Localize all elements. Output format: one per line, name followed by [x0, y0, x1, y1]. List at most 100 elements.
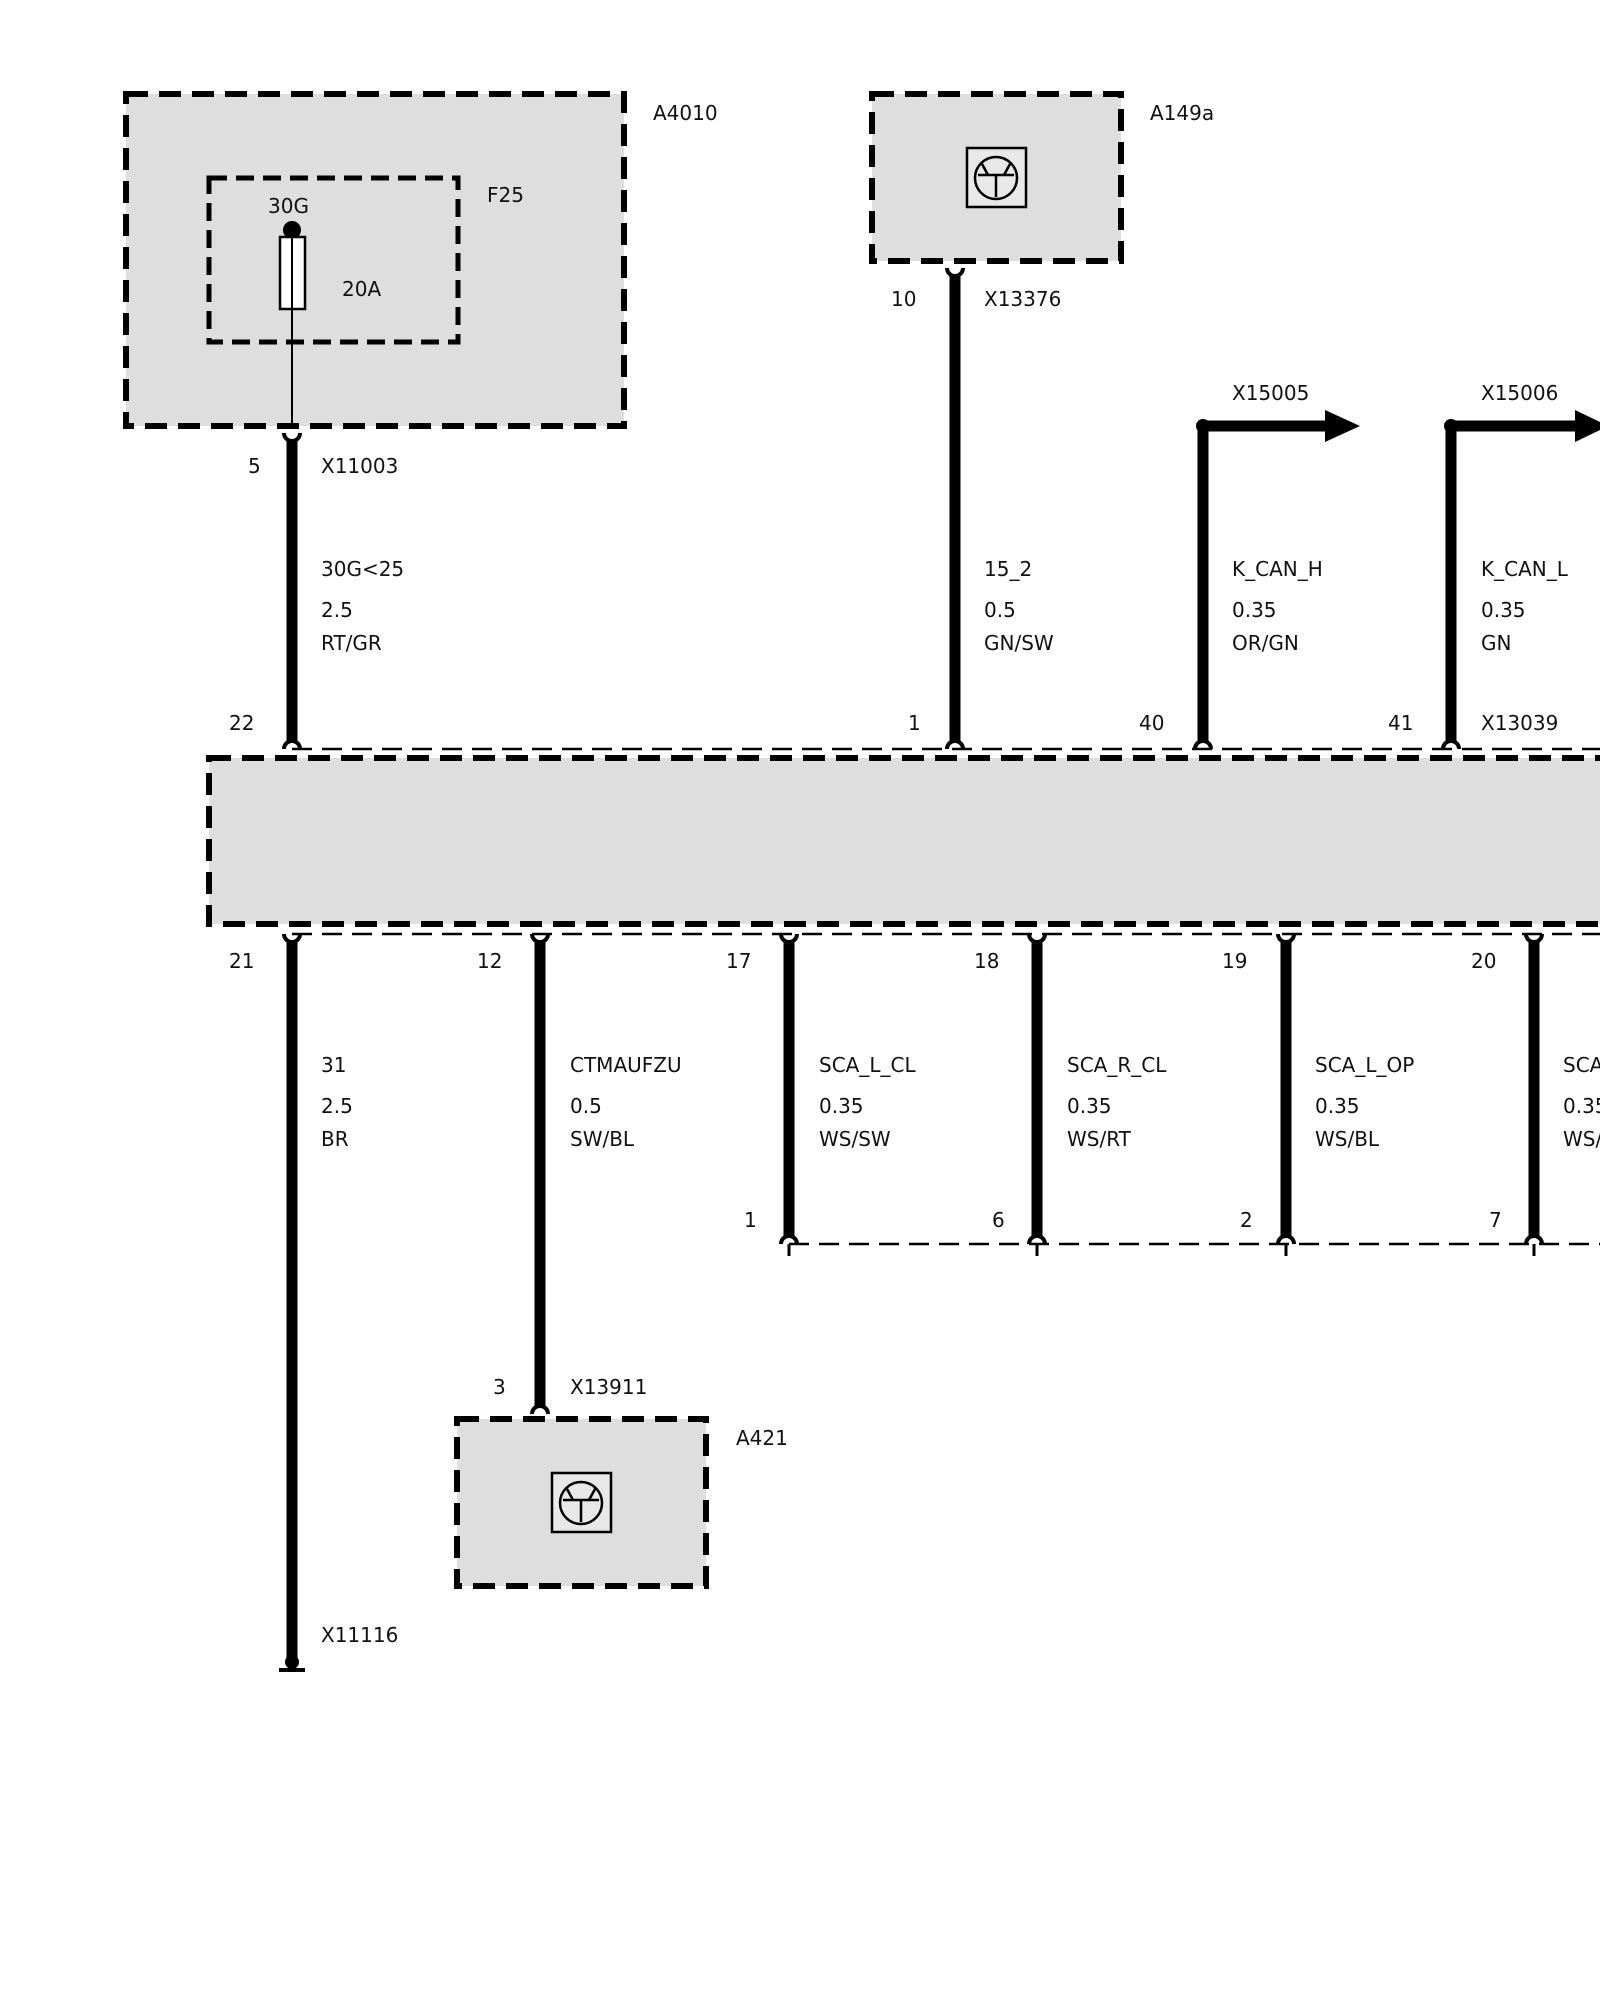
- connector-hook: [1027, 933, 1047, 944]
- pin-label: 12: [477, 949, 502, 973]
- wire-k-can-h[interactable]: X15005 K_CAN_H 0.35 OR/GN 40: [1139, 381, 1360, 750]
- pin-label: 17: [726, 949, 751, 973]
- connector-hook: [1276, 933, 1296, 944]
- pin-label: 40: [1139, 711, 1164, 735]
- wire-gauge-label: 0.35: [1481, 598, 1526, 622]
- control-unit-box: [206, 755, 1600, 927]
- wire-sca-l-cl[interactable]: 17 SCA_L_CL 0.35 WS/SW 1: [726, 933, 916, 1256]
- pin-label: 19: [1222, 949, 1247, 973]
- connector-hook: [1524, 933, 1544, 944]
- connector-hook: [282, 739, 302, 750]
- wire-signal-label: 31: [321, 1053, 346, 1077]
- wire-gauge-label: 0.5: [984, 598, 1016, 622]
- connector-hook: [530, 1404, 550, 1415]
- wire-color-label: RT/GR: [321, 631, 382, 655]
- wire-gauge-label: 0.35: [819, 1094, 864, 1118]
- pin-label: 1: [908, 711, 921, 735]
- arrow-right-icon: [1325, 410, 1360, 442]
- pin-label: 21: [229, 949, 254, 973]
- f25-terminal-label: 30G: [268, 194, 309, 218]
- a4010-label: A4010: [653, 101, 718, 125]
- component-a149a[interactable]: A149a: [869, 91, 1214, 264]
- arrow-right-icon: [1575, 410, 1600, 442]
- connector-x15005-label: X15005: [1232, 381, 1309, 405]
- f25-label: F25: [487, 183, 524, 207]
- wire-15-2[interactable]: 10 X13376 15_2 0.5 GN/SW 1: [891, 267, 1061, 750]
- wire-color-label: WS/: [1563, 1127, 1600, 1151]
- connector-hook: [282, 933, 302, 944]
- wire-signal-label: SCA_L_OP: [1315, 1053, 1414, 1077]
- pin-label: 41: [1388, 711, 1413, 735]
- pin-label: 1: [744, 1208, 757, 1232]
- wire-signal-label: K_CAN_H: [1232, 557, 1323, 581]
- wire-sca-4[interactable]: 20 SCA 0.35 WS/ 7: [1471, 933, 1600, 1256]
- wire-color-label: WS/SW: [819, 1127, 891, 1151]
- connector-x11116-label: X11116: [321, 1623, 398, 1647]
- pin-label: 22: [229, 711, 254, 735]
- wire-color-label: GN: [1481, 631, 1511, 655]
- transistor-icon: [965, 146, 1028, 209]
- control-unit[interactable]: X13039: [206, 711, 1600, 936]
- wire-signal-label: SCA: [1563, 1053, 1600, 1077]
- ground-dot: [285, 1655, 299, 1669]
- wire-gauge-label: 0.35: [1563, 1094, 1600, 1118]
- transistor-icon: [550, 1471, 613, 1534]
- connector-hook: [530, 933, 550, 944]
- wire-signal-label: SCA_R_CL: [1067, 1053, 1167, 1077]
- wire-signal-label: 30G<25: [321, 557, 404, 581]
- connector-x13911-label: X13911: [570, 1375, 647, 1399]
- a149a-label: A149a: [1150, 101, 1214, 125]
- wire-color-label: BR: [321, 1127, 349, 1151]
- pin-label: 6: [992, 1208, 1005, 1232]
- wire-color-label: WS/RT: [1067, 1127, 1132, 1151]
- a421-label: A421: [736, 1426, 788, 1450]
- wire-signal-label: 15_2: [984, 557, 1032, 581]
- connector-hook: [779, 1234, 799, 1245]
- connector-x15006-label: X15006: [1481, 381, 1558, 405]
- connector-hook: [1193, 739, 1213, 750]
- wire-color-label: GN/SW: [984, 631, 1054, 655]
- wire-gauge-label: 0.5: [570, 1094, 602, 1118]
- pin-label: 7: [1489, 1208, 1502, 1232]
- f25-rating-label: 20A: [342, 277, 381, 301]
- pin-label: 18: [974, 949, 999, 973]
- connector-x11003-label: X11003: [321, 454, 398, 478]
- connector-hook: [1524, 1234, 1544, 1245]
- wire-30g[interactable]: 5 X11003 30G<25 2.5 RT/GR 22: [229, 432, 404, 750]
- wire-sca-r-cl[interactable]: 18 SCA_R_CL 0.35 WS/RT 6: [974, 933, 1167, 1256]
- connector-hook: [1027, 1234, 1047, 1245]
- component-a421[interactable]: A421: [454, 1416, 788, 1589]
- f25-box: [206, 175, 461, 345]
- connector-hook: [282, 432, 302, 443]
- connector-x13376-label: X13376: [984, 287, 1061, 311]
- wire-signal-label: SCA_L_CL: [819, 1053, 916, 1077]
- wire-signal-label: K_CAN_L: [1481, 557, 1569, 581]
- connector-hook: [945, 739, 965, 750]
- wire-gauge-label: 0.35: [1315, 1094, 1360, 1118]
- wire-sca-l-op[interactable]: 19 SCA_L_OP 0.35 WS/BL 2: [1222, 933, 1414, 1256]
- wire-ctmaufzu[interactable]: 12 CTMAUFZU 0.5 SW/BL 3 X13911: [477, 933, 682, 1415]
- wire-signal-label: CTMAUFZU: [570, 1053, 682, 1077]
- pin-label: 2: [1240, 1208, 1253, 1232]
- pin-label: 5: [248, 454, 261, 478]
- wire-gauge-label: 0.35: [1067, 1094, 1112, 1118]
- connector-hook: [1441, 739, 1461, 750]
- wire-gauge-label: 2.5: [321, 1094, 353, 1118]
- wire-k-can-l[interactable]: X15006 K_CAN_L 0.35 GN 41: [1388, 381, 1600, 750]
- wire-gauge-label: 2.5: [321, 598, 353, 622]
- wire-color-label: SW/BL: [570, 1127, 635, 1151]
- connector-x13039-label: X13039: [1481, 711, 1558, 735]
- fuse-f25[interactable]: F25 30G 20A: [206, 175, 524, 428]
- pin-label: 20: [1471, 949, 1496, 973]
- component-a4010[interactable]: A4010: [123, 91, 718, 429]
- pin-label: 3: [493, 1375, 506, 1399]
- connector-hook: [1276, 1234, 1296, 1245]
- connector-hook: [779, 933, 799, 944]
- a4010-box: [123, 91, 627, 429]
- connector-hook: [945, 267, 965, 278]
- wire-gauge-label: 0.35: [1232, 598, 1277, 622]
- pin-label: 10: [891, 287, 916, 311]
- wire-31[interactable]: 21 31 2.5 BR X11116: [229, 933, 398, 1672]
- wire-color-label: OR/GN: [1232, 631, 1299, 655]
